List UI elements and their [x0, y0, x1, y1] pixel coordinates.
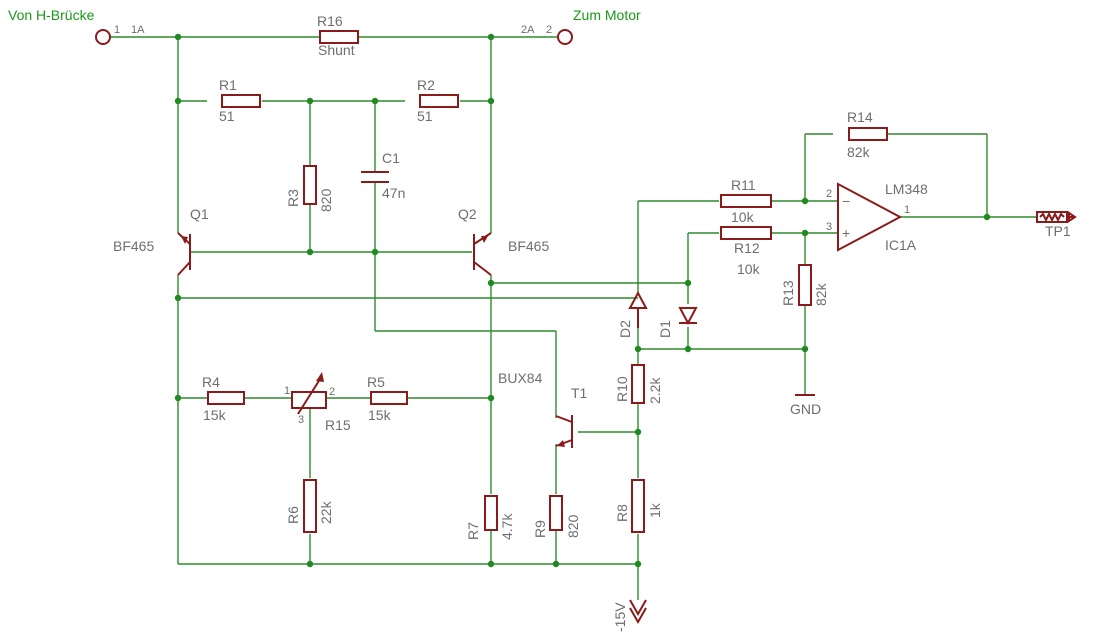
svg-text:IC1A: IC1A: [885, 237, 917, 253]
svg-text:R1: R1: [219, 77, 237, 93]
svg-text:10k: 10k: [731, 209, 755, 225]
svg-text:3: 3: [826, 221, 832, 233]
svg-text:T1: T1: [571, 385, 588, 401]
opamp-plus-sign: +: [842, 225, 850, 241]
svg-text:R9: R9: [532, 520, 548, 538]
svg-text:1: 1: [904, 204, 910, 216]
svg-text:820: 820: [318, 188, 334, 212]
svg-text:R4: R4: [202, 374, 220, 390]
svg-text:R10: R10: [614, 376, 630, 402]
svg-text:10k: 10k: [737, 261, 761, 277]
svg-text:BUX84: BUX84: [498, 370, 543, 386]
resistor-r14: R14 82k: [847, 109, 888, 160]
resistor-r3: R3 820: [285, 165, 334, 212]
svg-text:3: 3: [298, 414, 304, 426]
svg-text:TP1: TP1: [1045, 223, 1071, 239]
resistor-r2: R2 51: [417, 77, 459, 124]
resistor-r4: R4 15k: [202, 374, 245, 423]
ground-symbol: GND: [790, 394, 821, 417]
svg-text:R14: R14: [847, 109, 873, 125]
svg-text:2.2k: 2.2k: [647, 377, 663, 404]
pin-label-1: 1: [114, 24, 120, 36]
svg-text:R15: R15: [325, 417, 351, 433]
svg-text:82k: 82k: [847, 144, 871, 160]
svg-text:2: 2: [329, 386, 335, 398]
svg-text:D1: D1: [657, 320, 673, 338]
svg-text:47n: 47n: [382, 185, 405, 201]
svg-text:R13: R13: [780, 280, 796, 306]
opamp-ic1a: − + 2 3 1 LM348 IC1A: [826, 181, 928, 253]
junction-dots: [174, 33, 991, 568]
transistor-q2: Q2 BF465: [458, 206, 549, 276]
svg-text:R8: R8: [614, 504, 630, 522]
connector-output: Zum Motor 2A 2: [521, 7, 641, 45]
pin-label-1a: 1A: [131, 24, 145, 36]
transistor-q1: Q1 BF465: [113, 206, 209, 276]
resistor-r6: R6 22k: [285, 479, 334, 533]
negative-supply-symbol: -15V: [612, 599, 647, 632]
potentiometer-r15: 1 2 3 R15: [284, 372, 351, 433]
svg-text:1k: 1k: [647, 502, 663, 518]
svg-text:Shunt: Shunt: [318, 42, 355, 58]
svg-text:820: 820: [565, 514, 581, 538]
svg-text:-15V: -15V: [612, 602, 628, 632]
svg-text:R6: R6: [285, 506, 301, 524]
testpoint-tp1: TP1: [1036, 211, 1077, 239]
svg-text:15k: 15k: [203, 407, 227, 423]
svg-text:R3: R3: [285, 189, 301, 207]
svg-text:R5: R5: [367, 374, 385, 390]
svg-text:51: 51: [219, 108, 235, 124]
resistor-r5: R5 15k: [367, 374, 408, 423]
resistor-r9: R9 820: [532, 495, 581, 538]
resistor-r12: R12 10k: [720, 226, 772, 277]
svg-text:LM348: LM348: [885, 181, 928, 197]
svg-text:22k: 22k: [318, 500, 334, 524]
svg-text:82k: 82k: [813, 282, 829, 306]
svg-text:Q1: Q1: [190, 206, 209, 222]
input-net-label: Von H-Brücke: [8, 7, 95, 23]
connector-input: Von H-Brücke 1 1A: [8, 7, 145, 45]
transistor-t1: BUX84 T1: [498, 370, 588, 448]
resistor-r13: R13 82k: [780, 264, 829, 306]
resistor-r8: R8 1k: [614, 479, 663, 533]
svg-text:GND: GND: [790, 401, 821, 417]
diode-d1: D1: [657, 307, 698, 338]
svg-text:R12: R12: [734, 240, 760, 256]
svg-text:R2: R2: [417, 77, 435, 93]
svg-text:C1: C1: [382, 150, 400, 166]
capacitor-c1: C1 47n: [361, 150, 405, 201]
svg-text:15k: 15k: [368, 407, 392, 423]
opamp-minus-sign: −: [842, 193, 850, 209]
resistor-r10: R10 2.2k: [614, 364, 663, 404]
svg-text:D2: D2: [617, 320, 633, 338]
svg-text:Q2: Q2: [458, 206, 477, 222]
pin-label-2: 2: [546, 24, 552, 36]
svg-text:R11: R11: [731, 177, 756, 193]
diode-d2: D2: [617, 290, 648, 338]
pin-label-2a: 2A: [521, 24, 535, 36]
resistor-r16: R16 Shunt: [317, 13, 359, 58]
svg-text:R7: R7: [465, 522, 481, 540]
resistor-r7: R7 4.7k: [465, 495, 515, 540]
svg-text:4.7k: 4.7k: [499, 513, 515, 540]
svg-text:51: 51: [417, 108, 433, 124]
svg-text:BF465: BF465: [113, 238, 154, 254]
output-net-label: Zum Motor: [573, 7, 641, 23]
wires: [110, 36, 1037, 600]
svg-text:1: 1: [284, 385, 290, 397]
svg-text:R16: R16: [317, 13, 343, 29]
resistor-r11: R11 10k: [720, 177, 772, 225]
resistor-r1: R1 51: [219, 77, 261, 124]
svg-text:2: 2: [826, 188, 832, 200]
svg-text:BF465: BF465: [508, 238, 549, 254]
